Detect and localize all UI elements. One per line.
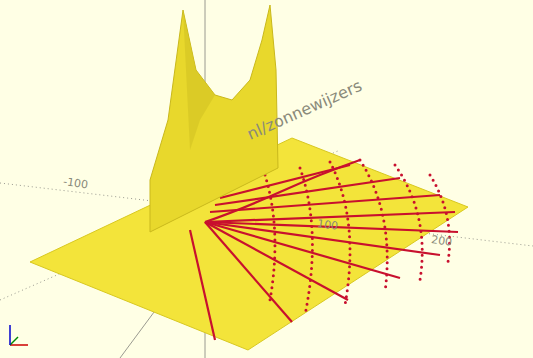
axis-tick-label: 100: [316, 218, 338, 232]
gnomon: [150, 5, 278, 232]
axis-gizmo: [10, 325, 28, 345]
date-curves: [265, 160, 450, 315]
axis-tick-label: 200: [430, 234, 452, 248]
axis-tick-label: -100: [62, 176, 88, 190]
